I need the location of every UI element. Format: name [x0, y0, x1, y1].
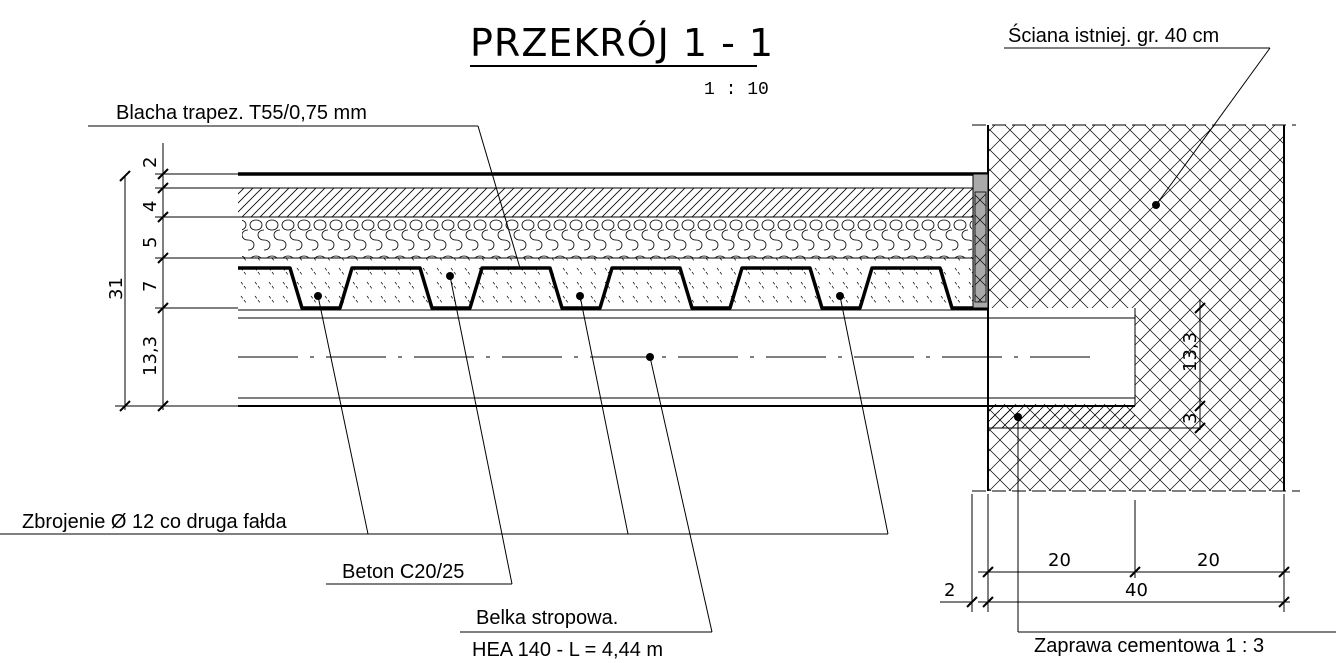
left-dimensions: 2 4 5 7 31 13,3 — [106, 143, 238, 412]
label-beam-line1: Belka stropowa. — [476, 607, 618, 629]
slab-layers — [238, 172, 989, 310]
dim-right-13-3: 13,3 — [1180, 332, 1201, 372]
title-block: PRZEKRÓJ 1 - 1 1 : 10 — [470, 21, 774, 100]
bottom-dimensions: 20 20 40 2 — [940, 494, 1290, 612]
label-mortar: Zaprawa cementowa 1 : 3 — [1034, 635, 1264, 657]
mortar-pad — [988, 406, 1200, 429]
label-beam-line2: HEA 140 - L = 4,44 m — [472, 639, 663, 661]
dim-bottom-20-right: 20 — [1197, 550, 1220, 571]
dim-bottom-40: 40 — [1125, 580, 1148, 601]
dim-4: 4 — [140, 201, 161, 212]
drawing-scale: 1 : 10 — [704, 80, 769, 100]
dim-13-3: 13,3 — [140, 336, 161, 376]
dim-bottom-20-left: 20 — [1048, 550, 1071, 571]
label-rebar: Zbrojenie Ø 12 co druga fałda — [22, 511, 287, 533]
label-wall: Ściana istniej. gr. 40 cm — [1008, 23, 1219, 47]
dim-7: 7 — [140, 281, 161, 292]
section-title: PRZEKRÓJ 1 - 1 — [470, 21, 774, 65]
floor-beam — [238, 308, 1136, 407]
dim-31: 31 — [106, 277, 127, 300]
dim-right-3: 3 — [1180, 413, 1201, 424]
existing-wall — [972, 124, 1300, 492]
dim-bottom-2: 2 — [944, 580, 955, 601]
label-concrete: Beton C20/25 — [342, 561, 464, 583]
dim-5: 5 — [140, 237, 161, 248]
right-dimensions: 13,3 3 — [1180, 300, 1206, 434]
annotations: Ściana istniej. gr. 40 cm Blacha trapez.… — [0, 23, 1336, 661]
dim-2: 2 — [140, 157, 161, 168]
label-deck: Blacha trapez. T55/0,75 mm — [116, 102, 367, 124]
